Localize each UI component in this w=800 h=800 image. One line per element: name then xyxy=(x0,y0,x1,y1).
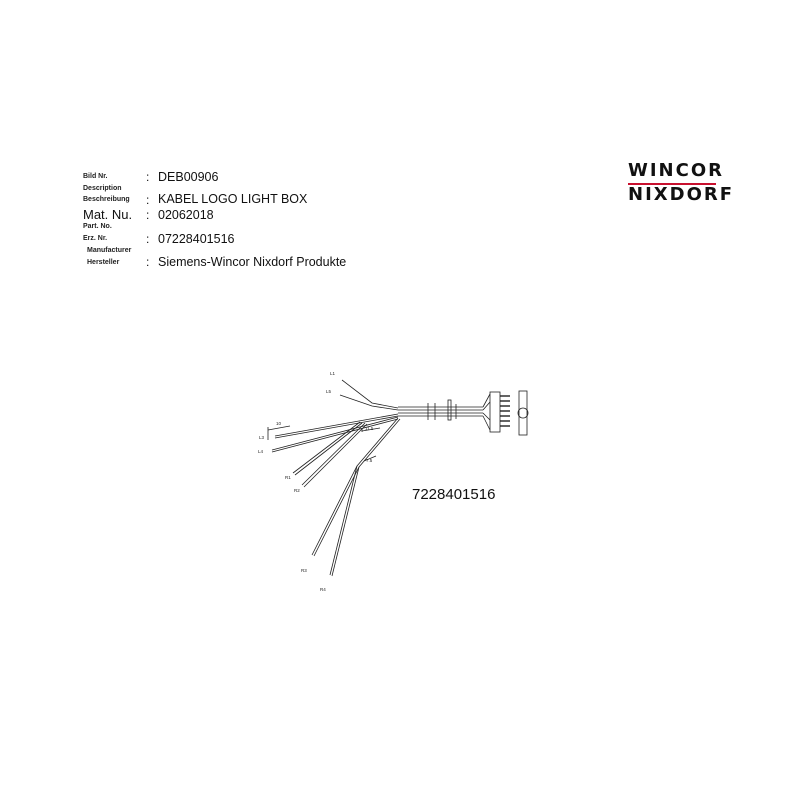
colon: : xyxy=(146,170,150,184)
wire-label: L5 xyxy=(326,389,332,394)
colon: : xyxy=(146,193,150,207)
colon: : xyxy=(146,232,150,246)
wire-label: R1 xyxy=(285,475,291,480)
wire-label: R2 xyxy=(294,488,300,493)
wire-label: L3 xyxy=(259,435,265,440)
sublabel-part-no: Part. No. xyxy=(83,223,112,230)
wire-label: R4 xyxy=(320,587,326,592)
wire-label: R3 xyxy=(301,568,307,573)
value-bild-nr: DEB00906 xyxy=(158,170,219,184)
dimension-label: 7.5 xyxy=(366,458,373,463)
wire-label: L1 xyxy=(330,371,336,376)
value-mat-nu: 02062018 xyxy=(158,208,214,222)
label-mat-nu: Mat. Nu. xyxy=(83,207,133,222)
label-bild-nr: Bild Nr. xyxy=(83,173,108,180)
sublabel-description: Description xyxy=(83,185,122,192)
logo-accent-bar xyxy=(628,183,716,185)
colon: : xyxy=(146,208,150,222)
sublabel-manufacturer: Manufacturer xyxy=(87,247,132,254)
label-hersteller: Hersteller xyxy=(87,259,120,266)
wires xyxy=(267,379,401,577)
logo-line1: WINCOR xyxy=(628,160,724,181)
value-erz-nr: 07228401516 xyxy=(158,232,235,246)
drawing-part-number: 7228401516 xyxy=(412,486,496,503)
colon: : xyxy=(146,255,150,269)
label-erz-nr: Erz. Nr. xyxy=(83,235,108,242)
label-beschreibung: Beschreibung xyxy=(83,196,130,203)
dimension-label: 10 xyxy=(276,421,282,426)
cable-bundle xyxy=(398,399,483,421)
value-hersteller: Siemens-Wincor Nixdorf Produkte xyxy=(158,255,347,269)
wire-label: L4 xyxy=(258,449,264,454)
value-beschreibung: KABEL LOGO LIGHT BOX xyxy=(158,192,308,206)
dimension-label: 11.5 xyxy=(365,426,374,431)
logo-line2: NIXDORF xyxy=(628,184,735,205)
connector xyxy=(482,390,529,436)
